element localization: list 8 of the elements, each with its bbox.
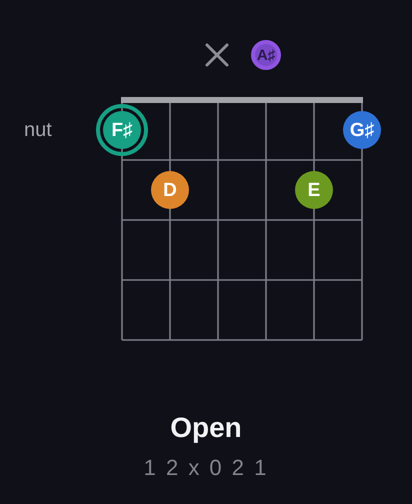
fingering-text: 1 2 x 0 2 1 (142, 455, 270, 481)
open-string-marker: A♯ (251, 40, 281, 70)
nut-label: nut (24, 119, 52, 142)
finger-dot: E (295, 171, 333, 209)
root-note-dot: F♯ (96, 104, 148, 156)
chord-name: Open (169, 412, 243, 444)
finger-dot: D (151, 171, 189, 209)
finger-dot: G♯ (343, 111, 381, 149)
